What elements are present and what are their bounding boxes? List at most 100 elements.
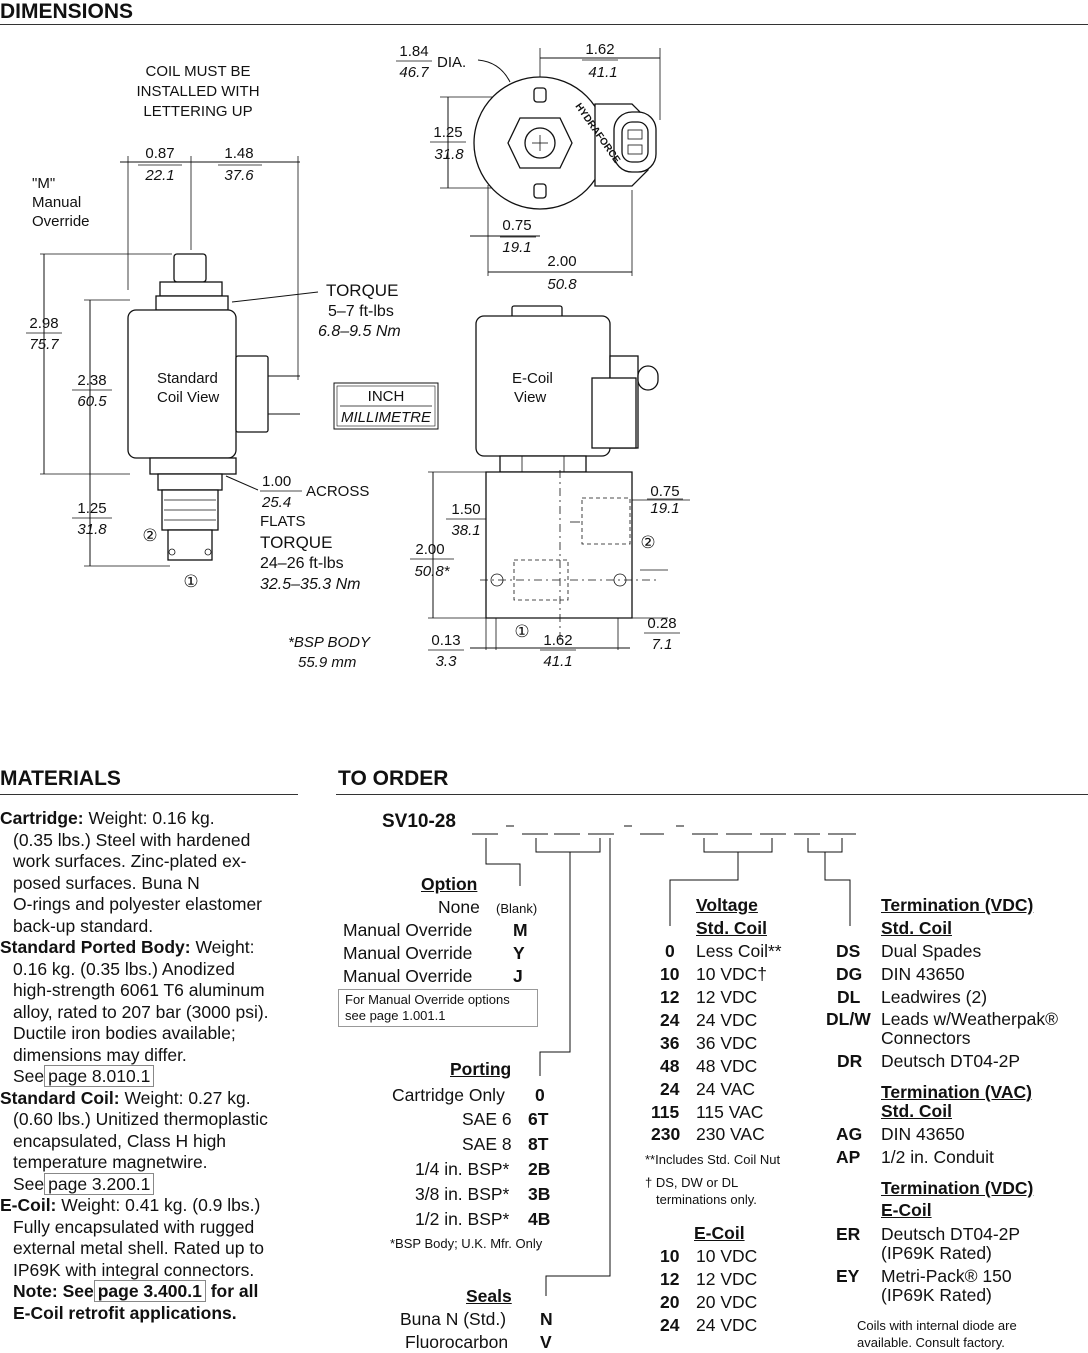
term-name: Metri-Pack® 150 (881, 1266, 1012, 1286)
bsp-note-2: 55.9 mm (298, 654, 356, 671)
dimensions-rule (0, 24, 1088, 25)
term-code: AG (836, 1124, 863, 1144)
term-vac-title: Termination (VAC) (881, 1082, 1033, 1102)
dim-298-inch: 2.98 (29, 315, 58, 332)
dim-028-inch: 0.28 (647, 615, 676, 632)
dim-200-top-mm: 50.8 (547, 276, 577, 293)
voltage-code: 12 (660, 987, 680, 1007)
voltage-std-title: Std. Coil (696, 918, 767, 938)
option-j: Manual Override (343, 966, 473, 986)
porting-2b: 1/4 in. BSP* (415, 1159, 510, 1179)
option-m: Manual Override (343, 920, 473, 940)
option-note: For Manual Override options see page 1.0… (338, 989, 538, 1027)
dim-162-top-inch: 1.62 (585, 41, 614, 58)
voltage-code: 230 (651, 1124, 681, 1144)
option-m-code: M (513, 920, 528, 940)
standard-coil-drawing: COIL MUST BE INSTALLED WITH LETTERING UP… (26, 63, 439, 593)
dim-125-left-inch: 1.25 (77, 500, 106, 517)
materials-text: Cartridge: Weight: 0.16 kg. (0.35 lbs.) … (0, 808, 300, 1324)
term-vac-sub: Std. Coil (881, 1101, 952, 1121)
option-y: Manual Override (343, 943, 473, 963)
porting-3b: 3/8 in. BSP* (415, 1184, 510, 1204)
dim-075-side-mm: 19.1 (650, 500, 679, 517)
term-name-cont: (IP69K Rated) (881, 1285, 992, 1305)
voltage-name: 115 VAC (696, 1102, 764, 1122)
option-none-code: (Blank) (496, 901, 538, 916)
legend-mm: MILLIMETRE (341, 409, 432, 426)
term-e-title: Termination (VDC) (881, 1178, 1034, 1198)
seal-n: Buna N (Std.) (400, 1309, 507, 1329)
voltage-name: 12 VDC (696, 987, 758, 1007)
dim-200-side-inch: 2.00 (415, 541, 444, 558)
porting-0-code: 0 (535, 1085, 545, 1105)
manual-override-1: "M" (32, 175, 55, 192)
option-title: Option (421, 874, 478, 894)
manual-override-3: Override (32, 213, 90, 230)
term-note-1: Coils with internal diode are (857, 1318, 1017, 1333)
dim-125-left-mm: 31.8 (77, 521, 107, 538)
voltage-code: 48 (660, 1056, 680, 1076)
seal-v-code: V (540, 1332, 552, 1352)
voltage-title: Voltage (696, 895, 758, 915)
term-name: Leads w/Weatherpak® (881, 1009, 1058, 1029)
voltage-note-1: **Includes Std. Coil Nut (645, 1152, 781, 1167)
materials-rule (0, 794, 298, 795)
voltage-name: Less Coil** (696, 941, 782, 961)
term-e-sub: E-Coil (881, 1200, 932, 1220)
voltage-name: 24 VAC (696, 1079, 756, 1099)
manual-override-2: Manual (32, 194, 81, 211)
term-name: DIN 43650 (881, 1124, 965, 1144)
port-1-right: ① (514, 622, 529, 641)
voltage-code: 10 (660, 964, 680, 984)
ecoil-voltage-name: 12 VDC (696, 1269, 758, 1289)
option-none: None (438, 897, 480, 917)
coil-note-3: LETTERING UP (143, 103, 252, 120)
term-code: DL/W (826, 1009, 871, 1029)
voltage-name: 36 VDC (696, 1033, 758, 1053)
dim-100-inch: 1.00 (262, 473, 291, 490)
term-name-cont: Connectors (881, 1028, 971, 1048)
material-cartridge: Cartridge: Weight: 0.16 kg. (0.35 lbs.) … (0, 808, 262, 936)
coil-note-1: COIL MUST BE (145, 63, 250, 80)
voltage-code: 0 (665, 941, 675, 961)
voltage-code: 24 (660, 1079, 680, 1099)
standard-coil-label-1: Standard (157, 370, 218, 387)
dim-075-top-mm: 19.1 (502, 239, 531, 256)
term-code: AP (836, 1147, 861, 1167)
porting-6t-code: 6T (528, 1109, 549, 1129)
ecoil-voltage-code: 12 (660, 1269, 680, 1289)
ecoil-voltage-name: 10 VDC (696, 1246, 758, 1266)
term-code: DG (836, 964, 863, 984)
to-order-rule (336, 794, 1088, 795)
dim-028-mm: 7.1 (652, 636, 673, 653)
dim-200-side-mm: 50.8* (414, 563, 450, 580)
term-note-2: available. Consult factory. (857, 1335, 1005, 1350)
porting-0: Cartridge Only (392, 1085, 505, 1105)
seal-n-code: N (540, 1309, 553, 1329)
term-code: DL (837, 987, 861, 1007)
dim-100-across: ACROSS (306, 483, 369, 500)
link-page-8010[interactable]: page 8.010.1 (44, 1065, 155, 1087)
ecoil-voltage-name: 20 VDC (696, 1292, 758, 1312)
option-j-code: J (513, 966, 523, 986)
dim-100-flats: FLATS (260, 513, 306, 530)
voltage-code: 115 (651, 1102, 680, 1122)
link-page-3400[interactable]: page 3.400.1 (93, 1280, 206, 1302)
dim-150-mm: 38.1 (451, 522, 480, 539)
term-name: DIN 43650 (881, 964, 965, 984)
ecoil-label-2: View (514, 389, 546, 406)
voltage-code: 36 (660, 1033, 680, 1053)
term-name: 1/2 in. Conduit (881, 1147, 994, 1167)
dim-148-inch: 1.48 (224, 145, 253, 162)
term-name: Deutsch DT04-2P (881, 1051, 1021, 1071)
term-name: Dual Spades (881, 941, 982, 961)
ecoil-voltage-code: 20 (660, 1292, 680, 1312)
term-code: EY (836, 1266, 860, 1286)
voltage-name: 10 VDC† (696, 964, 768, 984)
dimensions-drawing: COIL MUST BE INSTALLED WITH LETTERING UP… (26, 41, 690, 671)
term-code: DS (836, 941, 861, 961)
dim-150-inch: 1.50 (451, 501, 480, 518)
link-page-3200[interactable]: page 3.200.1 (44, 1172, 155, 1195)
material-standard-coil: Standard Coil: Weight: 0.27 kg. (0.60 lb… (0, 1087, 268, 1195)
voltage-name: 24 VDC (696, 1010, 758, 1030)
